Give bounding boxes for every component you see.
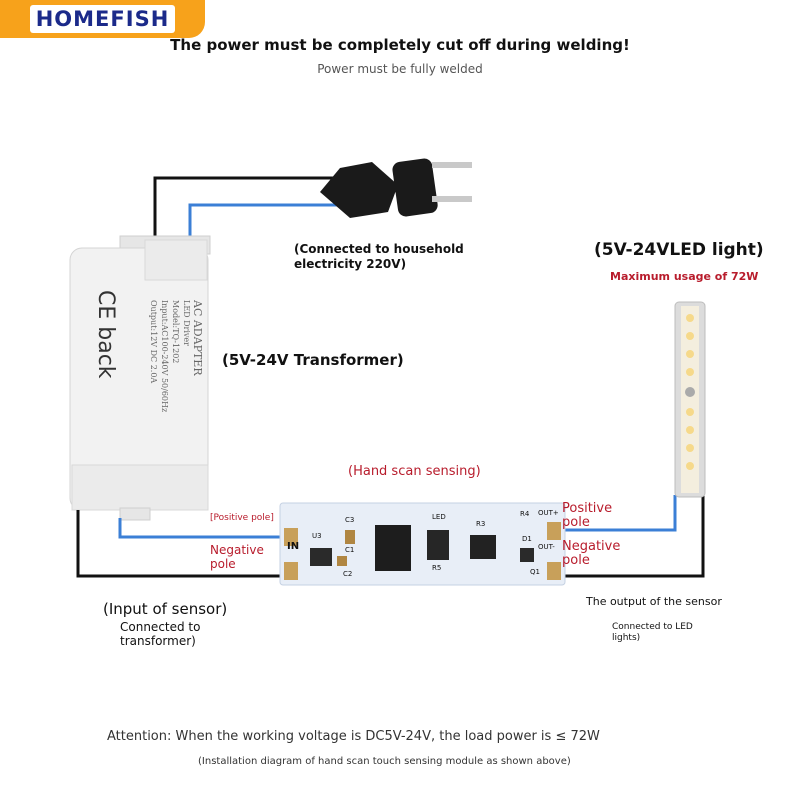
board-mark: R3 bbox=[476, 520, 486, 528]
wire-plug-blue bbox=[188, 203, 350, 238]
attention-note: Attention: When the working voltage is D… bbox=[107, 729, 600, 744]
right-positive-line: pole bbox=[562, 515, 590, 530]
right-positive-line: Positive bbox=[562, 501, 613, 516]
input-sensor-line: transformer) bbox=[120, 634, 196, 648]
wire-output-black bbox=[563, 495, 705, 578]
wire-input-black bbox=[76, 510, 282, 578]
case-line: Output:12V DC 2.0A bbox=[149, 300, 158, 384]
wire-plug-black bbox=[153, 176, 350, 238]
input-sensor-line: Connected to bbox=[120, 620, 201, 634]
input-sensor-desc: Connected to transformer) bbox=[120, 620, 200, 648]
right-negative-line: Negative bbox=[562, 539, 621, 554]
household-label: (Connected to household electricity 220V… bbox=[294, 242, 464, 272]
board-out-minus: OUT- bbox=[538, 543, 555, 551]
brand-logo-text: HOMEFISH bbox=[29, 5, 176, 33]
output-sensor-title: The output of the sensor bbox=[586, 595, 722, 608]
output-sensor-desc: Connected to LED lights) bbox=[612, 622, 693, 644]
caption-note: (Installation diagram of hand scan touch… bbox=[198, 756, 571, 767]
wire-input-blue bbox=[118, 518, 282, 539]
wire-output-blue bbox=[563, 495, 677, 532]
board-mark: U3 bbox=[312, 532, 322, 540]
board-out-plus: OUT+ bbox=[538, 509, 559, 517]
led-light-title: (5V-24VLED light) bbox=[594, 240, 764, 260]
ce-text-block: CE back bbox=[78, 290, 123, 460]
input-sensor-title: (Input of sensor) bbox=[103, 600, 228, 618]
board-mark: R5 bbox=[432, 564, 442, 572]
left-negative-line: Negative bbox=[210, 543, 264, 557]
led-max-label: Maximum usage of 72W bbox=[610, 270, 759, 283]
board-mark: R4 bbox=[520, 510, 530, 518]
case-line: AC ADAPTER bbox=[191, 300, 204, 376]
household-line: electricity 220V) bbox=[294, 257, 407, 271]
transformer-icon bbox=[69, 235, 211, 521]
board-mark: C2 bbox=[343, 570, 353, 578]
board-in-label: IN bbox=[287, 541, 300, 552]
brand-logo: HOMEFISH bbox=[0, 0, 205, 38]
hand-scan-label: (Hand scan sensing) bbox=[348, 464, 481, 479]
left-negative-line: pole bbox=[210, 557, 236, 571]
household-line: (Connected to household bbox=[294, 242, 464, 256]
transformer-label: (5V-24V Transformer) bbox=[222, 351, 404, 369]
right-negative-label: Negative pole bbox=[562, 540, 620, 568]
led-light-bar-icon bbox=[674, 301, 706, 498]
left-positive-label: [Positive pole] bbox=[210, 513, 274, 523]
board-mark: D1 bbox=[522, 535, 532, 543]
board-mark: C3 bbox=[345, 516, 355, 524]
page-subtitle: Power must be fully welded bbox=[317, 62, 483, 76]
output-sensor-line: Connected to LED bbox=[612, 622, 693, 632]
board-mark: Q1 bbox=[530, 568, 540, 576]
board-mark: C1 bbox=[345, 546, 355, 554]
right-negative-line: pole bbox=[562, 553, 590, 568]
right-positive-label: Positive pole bbox=[562, 502, 612, 530]
board-mark: LED bbox=[432, 513, 446, 521]
transformer-case-text: AC ADAPTER LED Driver Model:TQ-1202 Inpu… bbox=[145, 300, 205, 460]
case-line: Model:TQ-1202 bbox=[171, 300, 180, 364]
left-negative-label: Negative pole bbox=[210, 543, 264, 571]
case-line: Input:AC100-240V 50/60Hz bbox=[160, 300, 169, 413]
output-sensor-line: lights) bbox=[612, 633, 641, 643]
sensor-board-icon bbox=[279, 502, 566, 586]
ce-text: CE back bbox=[93, 290, 118, 379]
page-title: The power must be completely cut off dur… bbox=[170, 36, 630, 54]
power-plug-icon bbox=[320, 158, 472, 218]
